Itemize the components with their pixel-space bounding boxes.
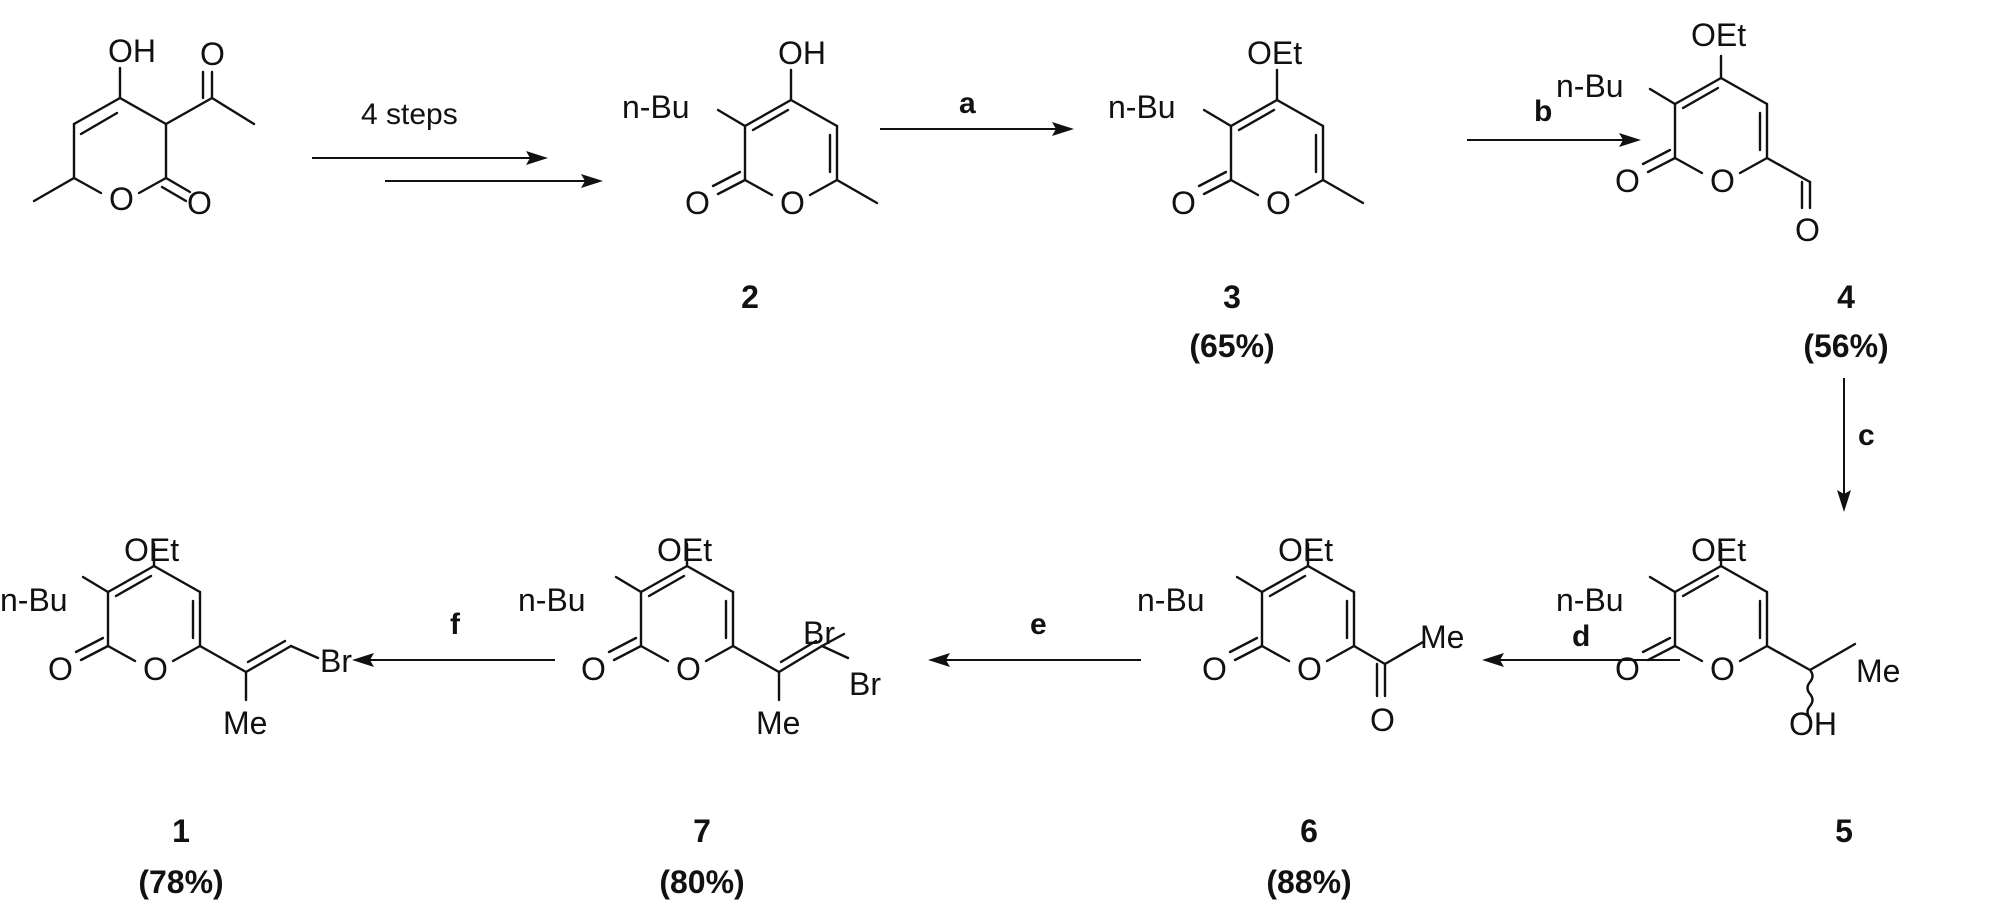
- atom-o-label: O: [1615, 651, 1640, 687]
- compound-3: OEt n-Bu O O: [1108, 35, 1365, 221]
- atom-o-label: O: [200, 36, 225, 72]
- compound-number: 4: [1837, 279, 1855, 315]
- atom-nbu-label: n-Bu: [1556, 582, 1624, 618]
- compound-number: 7: [693, 813, 711, 849]
- compound-yield: (88%): [1266, 864, 1351, 900]
- atom-oh-label: OH: [1789, 706, 1837, 742]
- compound-yield: (56%): [1803, 328, 1888, 364]
- compound-5: OEt n-Bu O O Me OH: [1556, 532, 1900, 742]
- atom-o-label: O: [581, 651, 606, 687]
- atom-o-label: O: [780, 185, 805, 221]
- atom-o-label: O: [1710, 651, 1735, 687]
- atom-oh-label: OH: [108, 33, 156, 69]
- compound-labels: 2 3 (65%) 4 (56%) 5 6 (88%) 7 (80%) 1 (7…: [138, 279, 1888, 900]
- compound-2: OH n-Bu O O: [622, 35, 879, 221]
- compound-number: 1: [172, 813, 190, 849]
- atom-o-label: O: [1297, 651, 1322, 687]
- atom-nbu-label: n-Bu: [518, 582, 586, 618]
- atom-nbu-label: n-Bu: [1556, 68, 1624, 104]
- compound-yield: (78%): [138, 864, 223, 900]
- arrow-d: d: [1482, 620, 1680, 667]
- starting-material: OH O O O: [32, 33, 256, 221]
- atom-o-label: O: [1202, 651, 1227, 687]
- atom-o-label: O: [1795, 212, 1820, 248]
- atom-o-label: O: [109, 181, 134, 217]
- atom-me-label: Me: [1856, 653, 1900, 689]
- compound-4: OEt n-Bu O O O: [1556, 17, 1820, 248]
- atom-oet-label: OEt: [1691, 17, 1746, 53]
- atom-oet-label: OEt: [657, 532, 712, 568]
- atom-o-label: O: [1171, 185, 1196, 221]
- atom-o-label: O: [1710, 163, 1735, 199]
- atom-o-label: O: [187, 185, 212, 221]
- step-c-label: c: [1858, 419, 1875, 452]
- compound-yield: (80%): [659, 864, 744, 900]
- atom-oet-label: OEt: [1247, 35, 1302, 71]
- step-e-label: e: [1030, 608, 1047, 641]
- atom-nbu-label: n-Bu: [1137, 582, 1205, 618]
- arrow-a: a: [880, 87, 1074, 136]
- arrow-b: b: [1467, 95, 1641, 147]
- compound-number: 3: [1223, 279, 1241, 315]
- atom-o-label: O: [48, 651, 73, 687]
- atom-oet-label: OEt: [1278, 532, 1333, 568]
- arrow-c: c: [1837, 378, 1875, 512]
- atom-o-label: O: [143, 651, 168, 687]
- arrow-e: e: [928, 608, 1141, 667]
- arrow-4-steps: 4 steps: [312, 98, 603, 188]
- atom-me-label: Me: [756, 705, 800, 741]
- atom-br-label: Br: [803, 615, 835, 651]
- step-4-steps-label: 4 steps: [361, 98, 458, 131]
- atom-oh-label: OH: [778, 35, 826, 71]
- atom-o-label: O: [1370, 702, 1395, 738]
- atom-o-label: O: [1266, 185, 1291, 221]
- atom-me-label: Me: [1420, 619, 1464, 655]
- compound-7: OEt n-Bu O O Br Br Me: [518, 532, 881, 741]
- compound-number: 2: [741, 279, 759, 315]
- atom-o-label: O: [1615, 163, 1640, 199]
- atom-br-label: Br: [849, 666, 881, 702]
- atom-nbu-label: n-Bu: [622, 89, 690, 125]
- atom-me-label: Me: [223, 705, 267, 741]
- compound-yield: (65%): [1189, 328, 1274, 364]
- atom-o-label: O: [676, 651, 701, 687]
- compound-1: OEt n-Bu O O Br Me: [0, 532, 352, 741]
- atom-o-label: O: [685, 185, 710, 221]
- step-d-label: d: [1572, 620, 1590, 653]
- compound-number: 5: [1835, 813, 1853, 849]
- compound-number: 6: [1300, 813, 1318, 849]
- compound-6: OEt n-Bu O O Me O: [1137, 532, 1464, 738]
- arrow-f: f: [352, 608, 555, 667]
- atom-oet-label: OEt: [124, 532, 179, 568]
- atom-nbu-label: n-Bu: [1108, 89, 1176, 125]
- atom-nbu-label: n-Bu: [0, 582, 68, 618]
- atom-oet-label: OEt: [1691, 532, 1746, 568]
- step-a-label: a: [959, 87, 976, 120]
- step-f-label: f: [450, 608, 461, 641]
- atom-br-label: Br: [320, 643, 352, 679]
- step-b-label: b: [1534, 95, 1552, 128]
